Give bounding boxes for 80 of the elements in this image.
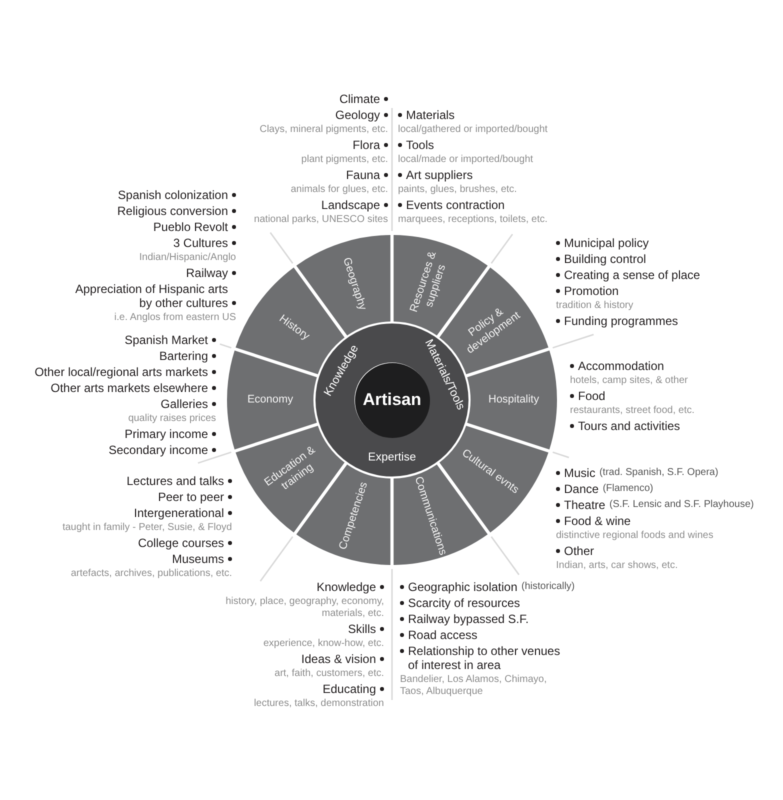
item-label: Other arts markets elsewhere <box>50 381 208 395</box>
item-note: experience, know-how, etc. <box>263 638 384 650</box>
item-label: Skills <box>348 622 376 636</box>
item-label: Museums <box>172 552 224 566</box>
theme-label: Expertise <box>368 451 416 464</box>
item-label: Flora <box>352 138 380 152</box>
item-label: Scarcity of resources <box>408 596 520 610</box>
item-label: Dance <box>564 482 599 496</box>
item-note: artefacts, archives, publications, etc. <box>70 568 232 580</box>
item-label: Peer to peer <box>158 490 224 504</box>
item-note: Indian/Hispanic/Anglo <box>139 252 236 264</box>
item-note: animals for glues, etc. <box>290 184 388 196</box>
item-note: tradition & history <box>556 300 634 312</box>
item-note: history, place, geography, economy, materials, etc. <box>224 596 384 620</box>
item-note: local/made or imported/bought <box>398 154 534 166</box>
item-note: (trad. Spanish, S.F. Opera) <box>599 466 718 480</box>
item-label: Railway bypassed S.F. <box>408 612 529 626</box>
item-label: Knowledge <box>316 580 376 594</box>
item-label: Bartering <box>159 349 208 363</box>
item-label: Tools <box>406 138 434 152</box>
item-label: Events contraction <box>406 198 505 212</box>
item-label: Road access <box>408 628 478 642</box>
item-label: Tours and activities <box>578 419 680 433</box>
item-label: Spanish colonization <box>118 188 228 202</box>
item-note: marquees, receptions, toilets, etc. <box>398 214 548 226</box>
item-label: Other <box>564 544 594 558</box>
item-note: local/gathered or imported/bought <box>398 124 548 136</box>
item-label: Secondary income <box>108 443 208 457</box>
item-label: Relationship to other venues of interest in area <box>408 644 562 672</box>
item-label: Accommodation <box>578 359 664 373</box>
item-label: Pueblo Revolt <box>153 220 228 234</box>
item-label: College courses <box>138 536 224 550</box>
item-label: Intergenerational <box>134 506 224 520</box>
category-label: Economy <box>247 394 294 406</box>
item-label: Spanish Market <box>124 333 208 347</box>
category-label: Hospitality <box>488 394 540 406</box>
item-note: (S.F. Lensic and S.F. Playhouse) <box>609 498 754 512</box>
item-label: Funding programmes <box>564 314 678 328</box>
item-label: Fauna <box>346 168 380 182</box>
item-note: quality raises prices <box>128 413 216 425</box>
item-label: Ideas & vision <box>301 652 376 666</box>
item-label: Appreciation of Hispanic arts by other cultures <box>74 282 228 310</box>
item-note: i.e. Anglos from eastern US <box>114 312 236 324</box>
item-label: Food & wine <box>564 514 631 528</box>
item-note: paints, glues, brushes, etc. <box>398 184 517 196</box>
item-note: hotels, camp sites, & other <box>570 375 688 387</box>
item-note: taught in family - Peter, Susie, & Floyd <box>62 522 232 534</box>
item-label: Building control <box>564 252 646 266</box>
item-note: (Flamenco) <box>602 482 654 496</box>
item-label: Geographic isolation <box>408 580 518 594</box>
item-note: distinctive regional foods and wines <box>556 530 714 542</box>
item-note: lectures, talks, demonstration <box>254 698 384 710</box>
item-label: Primary income <box>124 427 208 441</box>
item-label: Art suppliers <box>406 168 473 182</box>
item-note: (historically) <box>521 580 575 594</box>
item-note: art, faith, customers, etc. <box>274 668 384 680</box>
item-label: Materials <box>406 108 455 122</box>
item-label: Food <box>578 389 606 403</box>
item-label: Religious conversion <box>117 204 228 218</box>
item-label: Geology <box>335 108 380 122</box>
item-label: 3 Cultures <box>173 236 228 250</box>
item-label: Railway <box>186 266 228 280</box>
item-label: Municipal policy <box>564 236 649 250</box>
item-label: Climate <box>339 92 380 106</box>
item-note: restaurants, street food, etc. <box>570 405 695 417</box>
item-label: Lectures and talks <box>126 474 224 488</box>
item-label: Promotion <box>564 284 619 298</box>
item-label: Music <box>564 466 596 480</box>
item-label: Theatre <box>564 498 606 512</box>
item-label: Galleries <box>160 397 208 411</box>
item-label: Other local/regional arts markets <box>34 365 208 379</box>
item-note: national parks, UNESCO sites <box>254 214 388 226</box>
item-note: Clays, mineral pigments, etc. <box>260 124 388 136</box>
item-label: Creating a sense of place <box>564 268 700 282</box>
item-note: Bandelier, Los Alamos, Chimayo, Taos, Albuquerque <box>400 674 548 698</box>
item-note: plant pigments, etc. <box>301 154 388 166</box>
center-label: Artisan <box>362 390 422 410</box>
item-note: Indian, arts, car shows, etc. <box>556 560 678 572</box>
item-label: Educating <box>322 682 376 696</box>
item-label: Landscape <box>321 198 380 212</box>
